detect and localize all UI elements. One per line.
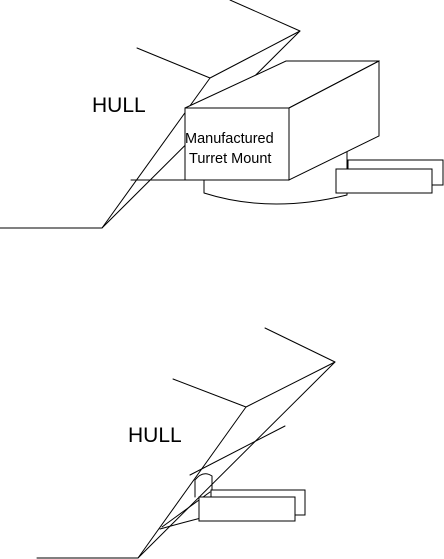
bottom-diagram: HULL — [36, 327, 336, 559]
hull-inner-line-1 — [189, 425, 286, 476]
mount-label-line2: Turret Mount — [189, 151, 271, 167]
hull-ridge-bottom — [245, 327, 336, 408]
hull-edge-lower-bottom — [137, 361, 336, 559]
barrel-stub-front-bottom — [198, 496, 296, 522]
mount-box-front-face — [184, 107, 290, 181]
top-diagram: HULL Manufactured Turret Mount — [0, 0, 444, 229]
hull-outline-bottom — [36, 378, 247, 559]
turret-ring-top — [203, 149, 348, 205]
mount-label-line1: Manufactured — [185, 131, 274, 147]
barrel-stub-front-top — [335, 168, 433, 194]
hull-outline-top — [0, 47, 211, 229]
hull-label-top: HULL — [92, 94, 146, 117]
hull-label-bottom: HULL — [128, 424, 182, 447]
